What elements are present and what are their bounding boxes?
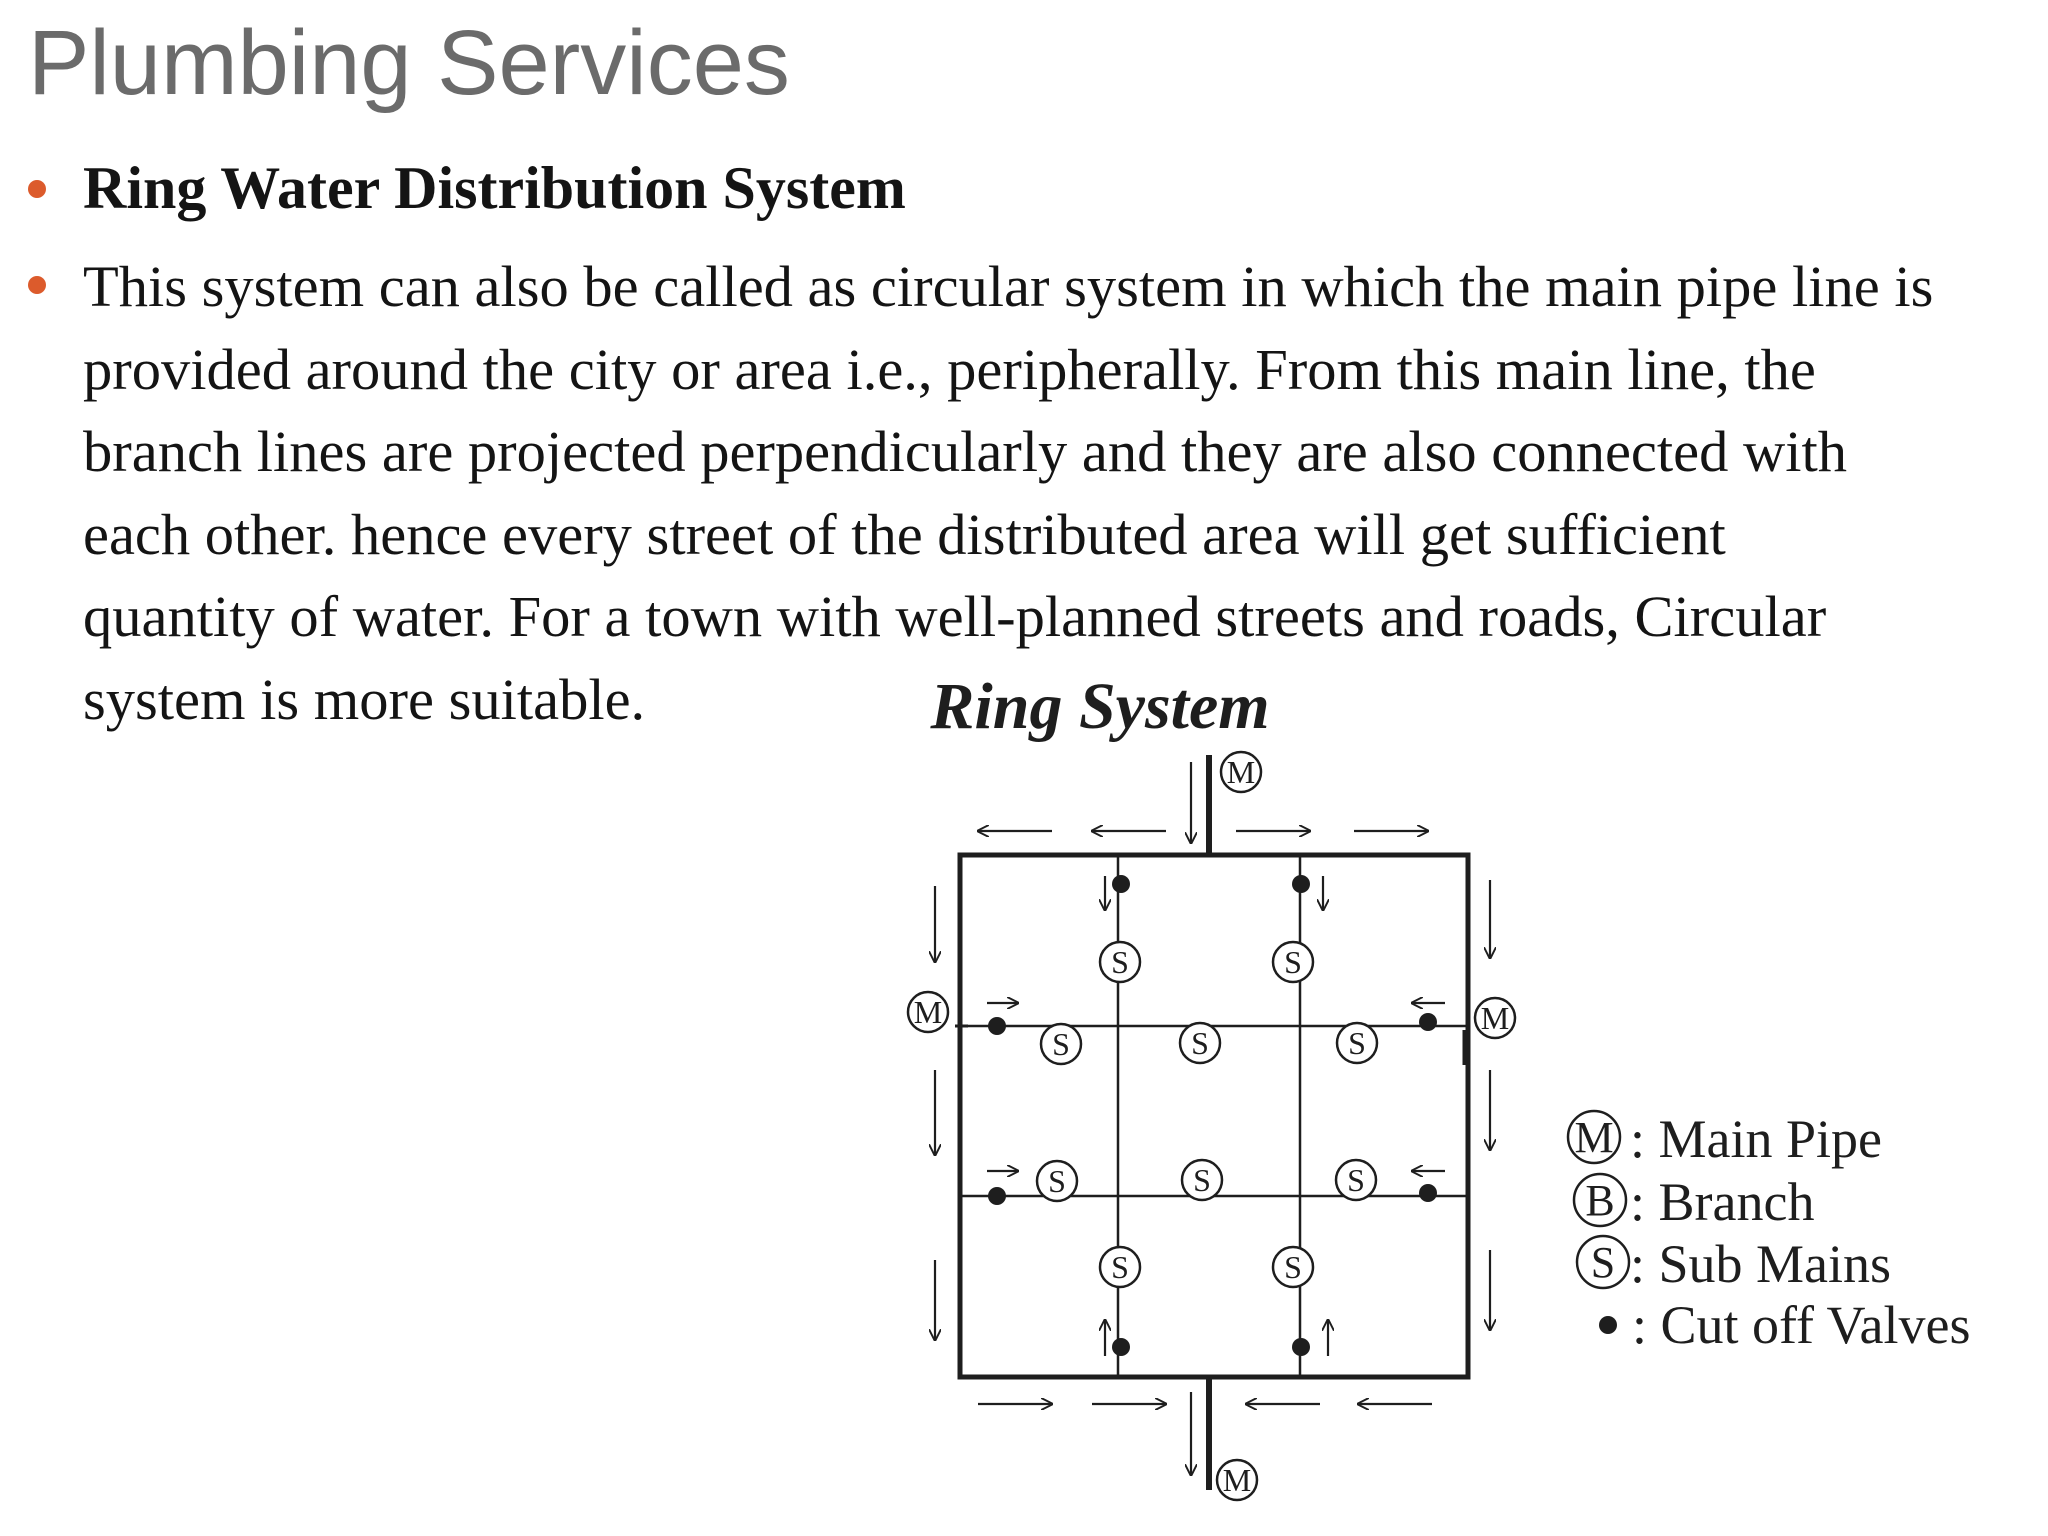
paragraph-line: quantity of water. For a town with well-… — [83, 584, 1827, 649]
sub-main-symbol-icon: S — [1035, 1159, 1079, 1203]
svg-text:S: S — [1052, 1026, 1070, 1062]
slide-title: Plumbing Services — [28, 12, 790, 114]
svg-text:B: B — [1585, 1176, 1614, 1225]
main-pipe-symbol-icon: M — [1219, 750, 1263, 794]
valve-dot-icon — [1599, 1316, 1617, 1334]
svg-text:S: S — [1347, 1162, 1365, 1198]
main-pipe-symbol-icon: M — [1473, 996, 1517, 1040]
bullet-heading: Ring Water Distribution System — [83, 155, 906, 221]
valve-dot-icon — [1419, 1184, 1437, 1202]
svg-text:S: S — [1193, 1162, 1211, 1198]
paragraph-line: system is more suitable. — [83, 666, 646, 732]
svg-text:S: S — [1284, 944, 1302, 980]
sub-main-symbol-icon — [1575, 1234, 1631, 1290]
valve-dot-icon — [1292, 1338, 1310, 1356]
paragraph-line: This system can also be called as circul… — [83, 254, 1934, 319]
svg-text:S: S — [1191, 1025, 1209, 1061]
sub-main-symbol-icon: S — [1335, 1021, 1379, 1065]
svg-text:M: M — [1227, 754, 1255, 790]
svg-text:M: M — [1574, 1113, 1613, 1162]
svg-text:S: S — [1048, 1163, 1066, 1199]
valve-dot-icon — [988, 1017, 1006, 1035]
main-pipe-symbol-icon — [1566, 1109, 1622, 1165]
svg-text:M: M — [1481, 1000, 1509, 1036]
pipe-network — [955, 755, 1471, 1490]
sub-main-symbol-icon: S — [1098, 1245, 1142, 1289]
ring-main-pipe — [957, 852, 1471, 1380]
sub-main-symbol-icon: S — [1178, 1021, 1222, 1065]
main-pipe-symbol-icon: M — [1215, 1458, 1259, 1502]
valve-dot-icon — [1292, 875, 1310, 893]
sub-main-symbol-icon: S — [1334, 1158, 1378, 1202]
svg-text:S: S — [1591, 1238, 1615, 1287]
legend-item-branch: B : Branch — [1572, 1172, 1814, 1232]
legend-label: : Sub Mains — [1630, 1234, 1891, 1294]
sub-main-symbol-icon: S — [1271, 1245, 1315, 1289]
sub-main-symbol-icon: S — [1098, 940, 1142, 984]
legend-item-cut-off-valves: : Cut off Valves — [1599, 1295, 1971, 1355]
paragraph-line: branch lines are projected perpendicular… — [83, 419, 1847, 484]
paragraph-line: provided around the city or area i.e., p… — [83, 336, 1816, 402]
svg-text:S: S — [1111, 944, 1129, 980]
svg-text:S: S — [1111, 1249, 1129, 1285]
svg-text:S: S — [1284, 1249, 1302, 1285]
flow-arrows — [935, 762, 1490, 1475]
svg-text:M: M — [914, 994, 942, 1030]
diagram-title: Ring System — [929, 670, 1269, 743]
cut-off-valves — [988, 875, 1437, 1356]
legend-item-main-pipe: M : Main Pipe — [1566, 1109, 1882, 1169]
valve-dot-icon — [988, 1187, 1006, 1205]
legend-item-sub-mains: S : Sub Mains — [1575, 1234, 1891, 1294]
sub-main-symbol-icon: S — [1039, 1022, 1083, 1066]
legend-label: : Main Pipe — [1630, 1109, 1882, 1169]
pipe-symbols: M M M M S S S S — [906, 750, 1517, 1502]
paragraph-line: each other. hence every street of the di… — [83, 501, 1726, 567]
bullet-marker-icon — [28, 276, 46, 294]
main-pipe-symbol-icon: M — [906, 990, 950, 1034]
branch-symbol-icon — [1572, 1172, 1628, 1228]
valve-dot-icon — [1112, 875, 1130, 893]
sub-main-symbol-icon: S — [1271, 940, 1315, 984]
legend-label: : Branch — [1630, 1172, 1814, 1232]
sub-main-symbol-icon: S — [1180, 1158, 1224, 1202]
valve-dot-icon — [1112, 1338, 1130, 1356]
svg-text:S: S — [1348, 1025, 1366, 1061]
bullet-marker-icon — [28, 180, 46, 198]
bullet-paragraph: This system can also be called as circul… — [83, 246, 2023, 741]
diagram-legend: M : Main Pipe B : Branch S : Sub Mains :… — [1566, 1109, 1971, 1355]
valve-dot-icon — [1419, 1013, 1437, 1031]
legend-label: : Cut off Valves — [1632, 1295, 1971, 1355]
svg-text:M: M — [1223, 1462, 1251, 1498]
